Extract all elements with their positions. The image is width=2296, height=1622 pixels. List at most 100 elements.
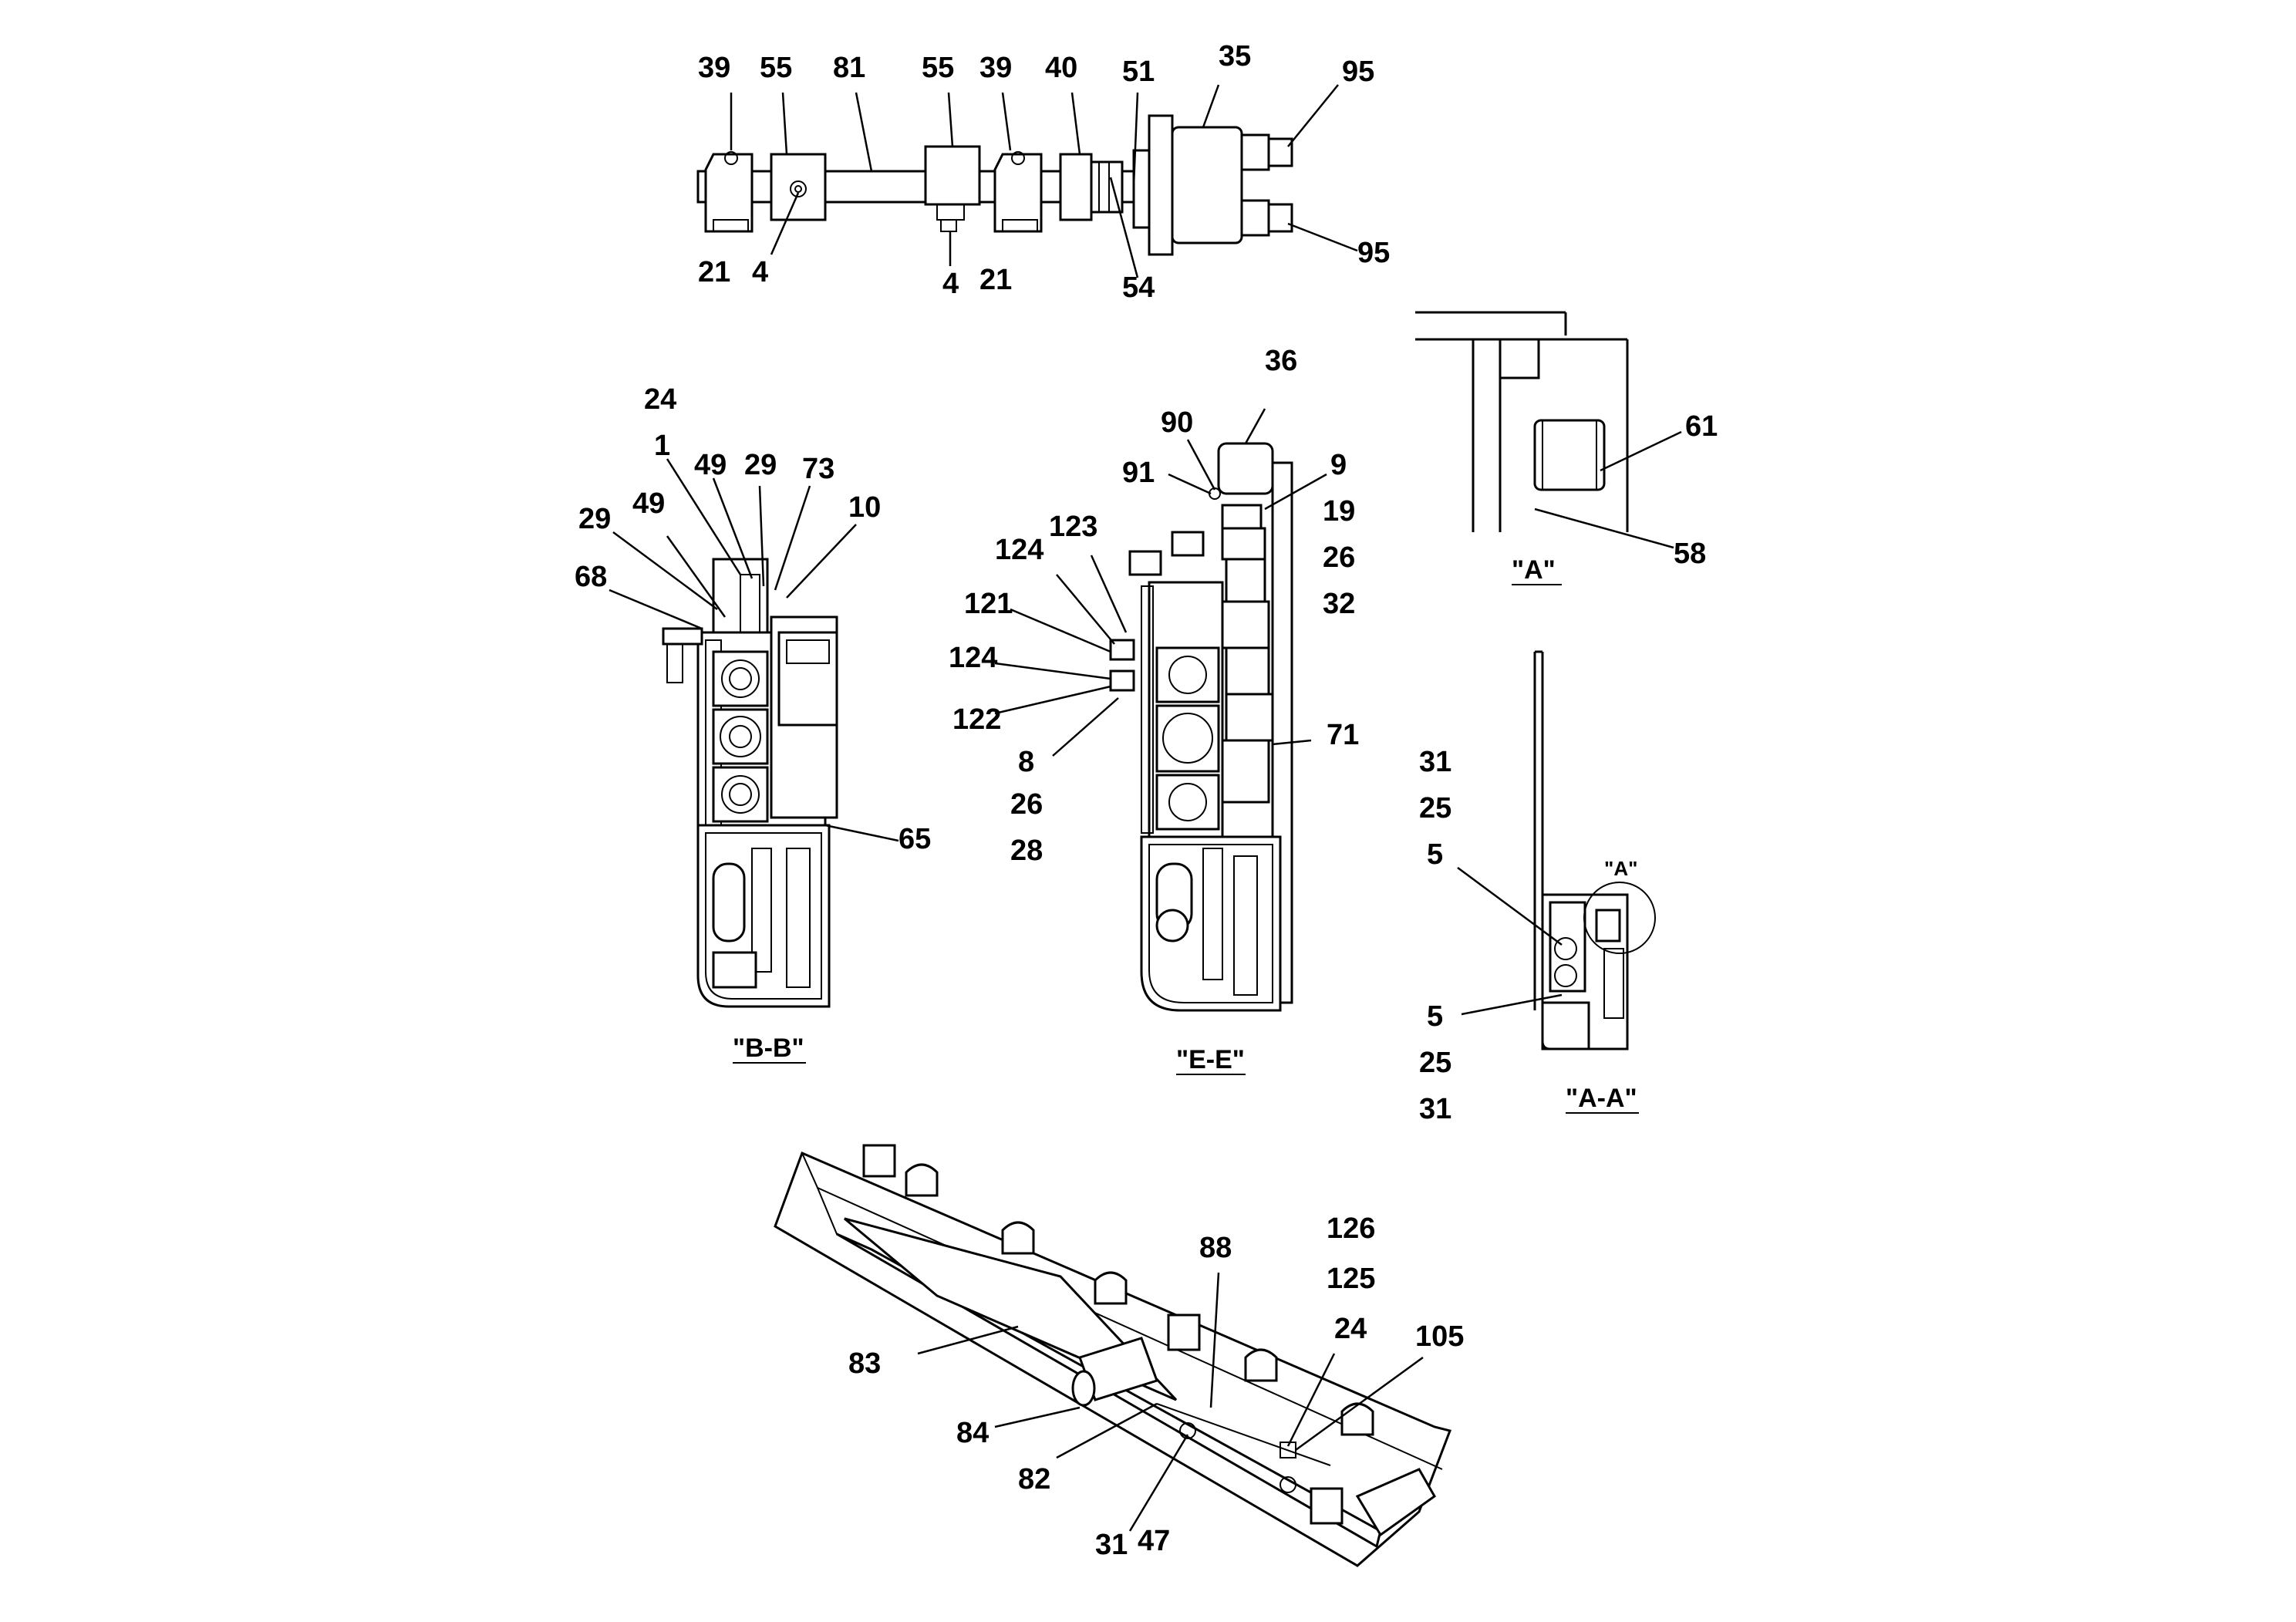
ee-fitting-121 [1109,639,1135,661]
label-ee-26-a: 26 [1323,541,1355,574]
label-tray-105: 105 [1415,1320,1464,1353]
bb-lower-block [712,951,757,989]
label-bb-49-b: 49 [632,487,665,520]
label-ee-91: 91 [1122,457,1155,489]
label-81: 81 [833,52,865,84]
label-tray-82: 82 [1018,1463,1050,1496]
label-bb-65: 65 [899,823,931,855]
label-bb-29-b: 29 [578,503,611,535]
ee-valve-19 [1221,527,1266,561]
section-ee-leaders [994,408,1327,757]
ee-port-2 [1155,704,1220,773]
label-40: 40 [1045,52,1077,84]
top-assembly-leaders [730,84,1358,278]
label-bb-24: 24 [644,383,676,416]
label-55-a: 55 [760,52,792,84]
detail-a-part-61 [1533,419,1606,491]
ee-valve-26 [1225,558,1266,603]
tray-clamp-1 [905,1163,939,1197]
label-4-b: 4 [942,268,959,300]
ee-top-block-a [1171,531,1205,557]
label-4-a: 4 [752,256,768,288]
detail-a-drawing [1415,311,1629,532]
block-55-left [770,153,827,221]
flange-51 [1132,149,1151,229]
aa-foot [1541,1001,1590,1050]
fitting-95-bottom [1240,199,1270,237]
label-aa-25-a: 25 [1419,792,1451,824]
coupling-40 [1059,153,1093,221]
label-bb-29-a: 29 [744,449,777,481]
label-tray-47: 47 [1138,1525,1170,1557]
tray-end-cover [1355,1468,1436,1537]
ee-cylinder-36 [1217,442,1274,495]
label-95-a: 95 [1342,56,1374,88]
caption-a: "A" [1512,555,1556,585]
caption-ee: "E-E" [1176,1045,1245,1074]
label-tray-88: 88 [1199,1232,1232,1264]
tray-leaders [917,1272,1424,1532]
label-aa-callout: "A" [1604,857,1637,880]
label-ee-32: 32 [1323,588,1355,620]
section-bb-drawing [662,558,838,1008]
bb-mount-tab [662,627,703,646]
ee-valve-71 [1225,693,1274,742]
label-ee-121: 121 [964,588,1013,620]
label-a-61: 61 [1685,410,1718,443]
aa-plate [1549,901,1586,993]
label-bb-68: 68 [575,561,607,593]
label-aa-5-a: 5 [1427,838,1443,871]
tray-clamp-4 [1244,1348,1278,1382]
label-ee-26-b: 26 [1010,788,1043,821]
tray-end-block [862,1144,896,1178]
label-ee-124-b: 124 [949,642,997,674]
label-95-b: 95 [1357,237,1390,269]
label-ee-28: 28 [1010,835,1043,867]
label-39-b: 39 [979,52,1012,84]
label-ee-71: 71 [1327,719,1359,751]
ee-fitting-124 [1109,669,1135,692]
section-bb-leaders [609,458,899,842]
label-21-a: 21 [698,256,730,288]
label-bb-1: 1 [654,430,670,462]
aa-detail-a-callout-circle [1583,882,1656,954]
detail-a-nut [1499,338,1540,379]
section-ee-drawing [1109,442,1293,1012]
label-a-58: 58 [1674,538,1706,570]
label-bb-49-a: 49 [694,449,727,481]
label-ee-8: 8 [1018,746,1034,778]
bb-port-2 [712,708,769,765]
top-assembly-drawing [696,114,1293,256]
section-ee-labels: 36 90 91 9 19 26 32 123 124 121 124 122 … [949,345,1359,1075]
tray-drawing [774,1144,1452,1567]
tray-labels: 126 125 24 105 88 83 84 82 31 47 [848,1212,1464,1561]
label-ee-123: 123 [1049,511,1097,543]
motor-35 [1171,126,1243,244]
section-aa-drawing [1533,650,1656,1050]
label-tray-84: 84 [956,1417,989,1449]
label-ee-122: 122 [952,703,1001,736]
label-54: 54 [1122,271,1155,304]
label-51: 51 [1122,56,1155,88]
section-bb-labels: 24 1 49 29 73 10 29 49 68 65 "B-B" [575,383,931,1064]
aa-fitting [1595,909,1621,943]
block-55-right [924,145,981,206]
section-aa-labels: 31 25 5 5 25 31 "A" "A-A" [1419,746,1639,1125]
tray-clamp-5 [1340,1402,1374,1436]
label-aa-31-b: 31 [1419,1093,1451,1125]
label-tray-125: 125 [1327,1263,1375,1295]
caption-aa: "A-A" [1566,1084,1637,1113]
label-ee-19: 19 [1323,495,1355,528]
label-aa-31-a: 31 [1419,746,1451,778]
label-35: 35 [1219,40,1251,73]
label-ee-36: 36 [1265,345,1297,377]
ee-valve-low [1221,739,1270,804]
label-bb-10: 10 [848,491,881,524]
top-assembly-labels: 39 55 81 55 39 40 51 35 95 95 21 4 4 21 … [698,40,1390,304]
label-bb-73: 73 [802,453,834,485]
caption-bb: "B-B" [733,1034,804,1063]
bb-valve-block [777,631,838,727]
tray-mid-block [1167,1313,1201,1351]
